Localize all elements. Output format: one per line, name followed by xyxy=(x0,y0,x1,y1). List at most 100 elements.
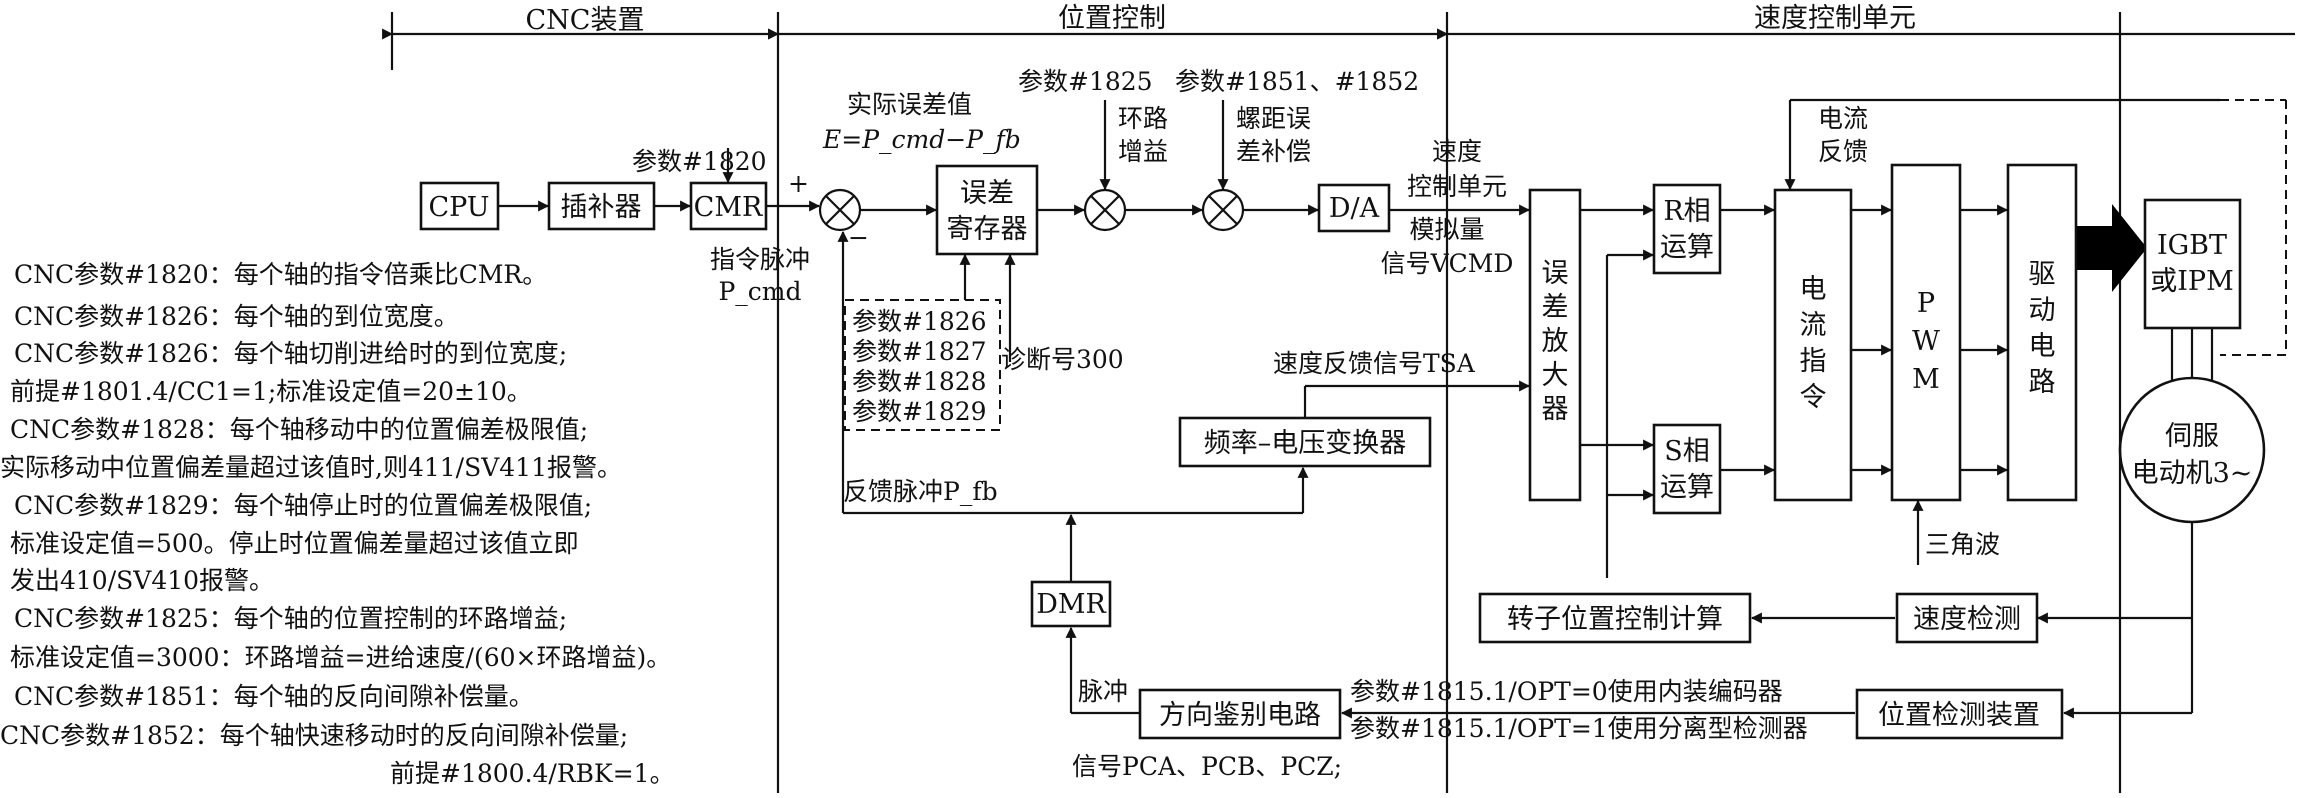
dmr-label: DMR xyxy=(1036,589,1106,620)
section-header: CNC装置 位置控制 速度控制单元 xyxy=(382,3,2295,793)
error-amp-c2: 差 xyxy=(1542,292,1569,323)
error-amp-c1: 误 xyxy=(1542,258,1569,289)
error-amp-block xyxy=(1528,188,1582,502)
drive-c1: 驱 xyxy=(2029,259,2056,290)
motor-line1: 伺服 xyxy=(2165,421,2219,452)
pos-detect-label: 位置检测装置 xyxy=(1878,700,2040,731)
param-1851-label: 参数#1851、#1852 xyxy=(1175,67,1419,96)
igbt-line1: IGBT xyxy=(2157,230,2227,261)
loop-gain-line2: 增益 xyxy=(1118,137,1168,166)
da-block xyxy=(1317,183,1391,233)
loop-gain-line1: 环路 xyxy=(1118,104,1168,133)
speed-unit-line1: 速度 xyxy=(1432,137,1482,166)
pwm-block xyxy=(1890,163,1962,502)
triangle-wave-label: 三角波 xyxy=(1925,530,2000,559)
note-14: 前提#1800.4/RBK=1。 xyxy=(390,759,675,788)
current-cmd-c2: 流 xyxy=(1800,310,1827,341)
note-10: CNC参数#1825：每个轴的位置控制的环路增益; xyxy=(14,604,567,633)
fv-converter-label: 频率–电压变换器 xyxy=(1204,428,1407,459)
direction-label: 方向鉴别电路 xyxy=(1159,700,1321,731)
interpolator-label: 插补器 xyxy=(561,192,642,223)
cmd-pulse-line2: P_cmd xyxy=(718,277,801,306)
current-cmd-c4: 令 xyxy=(1800,382,1827,413)
opt1-label: 参数#1815.1/OPT=1使用分离型检测器 xyxy=(1350,714,1808,743)
signals-label: 信号PCA、PCB、PCZ; xyxy=(1072,752,1342,781)
note-2: CNC参数#1826：每个轴的到位宽度。 xyxy=(14,302,459,331)
summing-junction-1 xyxy=(818,188,862,232)
note-7: CNC参数#1829：每个轴停止时的位置偏差极限值; xyxy=(14,491,592,520)
dmr-block xyxy=(1030,580,1112,628)
s-phase-line1: S相 xyxy=(1664,436,1710,467)
fv-converter-block xyxy=(1178,416,1432,468)
current-cmd-c1: 电 xyxy=(1800,274,1827,305)
pitch-comp-line2: 差补偿 xyxy=(1236,137,1311,166)
note-6: 实际移动中位置偏差量超过该值时,则411/SV411报警。 xyxy=(0,453,622,482)
feedback-pulse-label: 反馈脉冲P_fb xyxy=(843,477,998,506)
igbt-block xyxy=(2143,198,2242,330)
error-register-line1: 误差 xyxy=(960,178,1014,209)
dashed-param-3: 参数#1828 xyxy=(852,367,987,396)
igbt-line2: 或IPM xyxy=(2150,266,2233,297)
param-1825-label: 参数#1825 xyxy=(1018,67,1153,96)
cpu-block xyxy=(419,181,500,231)
minus-sign: − xyxy=(848,223,869,252)
error-register-line2: 寄存器 xyxy=(947,214,1028,245)
r-phase-line1: R相 xyxy=(1663,196,1710,227)
direction-block xyxy=(1138,688,1342,740)
pitch-comp-line1: 螺距误 xyxy=(1236,104,1311,133)
note-11: 标准设定值=3000：环路增益=进给速度/(60×环路增益)。 xyxy=(10,643,671,672)
note-8: 标准设定值=500。停止时位置偏差量超过该值立即 xyxy=(10,529,579,558)
note-1: CNC参数#1820：每个轴的指令倍乘比CMR。 xyxy=(14,260,547,289)
note-5: CNC参数#1828：每个轴移动中的位置偏差极限值; xyxy=(10,415,588,444)
note-4: 前提#1801.4/CC1=1;标准设定值=20±10。 xyxy=(10,377,532,406)
current-fb-line2: 反馈 xyxy=(1818,137,1868,166)
note-9: 发出410/SV410报警。 xyxy=(10,566,274,595)
actual-error-label: 实际误差值 xyxy=(847,90,972,119)
dashed-param-4: 参数#1829 xyxy=(852,397,987,426)
rotor-calc-block xyxy=(1478,592,1752,644)
section-speed: 速度控制单元 xyxy=(1754,3,1916,34)
error-amp-c3: 放 xyxy=(1542,326,1569,357)
cmd-pulse-line1: 指令脉冲 xyxy=(710,245,810,274)
power-arrow xyxy=(2077,204,2147,292)
current-fb-line1: 电流 xyxy=(1818,104,1868,133)
parameter-notes: CNC参数#1820：每个轴的指令倍乘比CMR。 CNC参数#1826：每个轴的… xyxy=(0,260,675,788)
error-register-block xyxy=(935,164,1039,256)
speed-feedback-label: 速度反馈信号TSA xyxy=(1273,349,1476,378)
r-phase-block xyxy=(1652,183,1722,275)
note-13: CNC参数#1852：每个轴快速移动时的反向间隙补偿量; xyxy=(0,721,628,750)
pulse-label: 脉冲 xyxy=(1078,677,1128,706)
s-phase-line2: 运算 xyxy=(1660,472,1714,503)
r-phase-line2: 运算 xyxy=(1660,232,1714,263)
diag-300-label: 诊断号300 xyxy=(1001,345,1124,374)
section-cnc: CNC装置 xyxy=(526,5,645,36)
note-12: CNC参数#1851：每个轴的反向间隙补偿量。 xyxy=(14,682,534,711)
pwm-c2: W xyxy=(1912,326,1940,357)
pwm-c3: M xyxy=(1912,364,1940,395)
error-formula-label: E=P_cmd−P_fb xyxy=(822,125,1021,154)
motor-line2: 电动机3~ xyxy=(2132,458,2253,489)
drive-c2: 动 xyxy=(2029,295,2056,326)
speed-detect-label: 速度检测 xyxy=(1913,604,2021,635)
pwm-c1: P xyxy=(1917,288,1935,319)
drive-c4: 路 xyxy=(2029,367,2056,398)
pos-detect-block xyxy=(1855,688,2064,740)
current-cmd-block xyxy=(1773,188,1853,502)
dashed-param-1: 参数#1826 xyxy=(852,307,987,336)
current-cmd-c3: 指 xyxy=(1800,346,1827,377)
analog-signal-line2: 信号VCMD xyxy=(1381,249,1514,278)
rotor-calc-label: 转子位置控制计算 xyxy=(1507,604,1723,635)
analog-signal-line1: 模拟量 xyxy=(1409,215,1484,244)
speed-unit-line2: 控制单元 xyxy=(1407,172,1507,201)
note-3: CNC参数#1826：每个轴切削进给时的到位宽度; xyxy=(14,339,567,368)
cpu-label: CPU xyxy=(428,192,489,223)
dashed-param-box xyxy=(844,299,1001,431)
da-label: D/A xyxy=(1329,193,1380,224)
summing-junction-2 xyxy=(1083,188,1127,232)
opt0-label: 参数#1815.1/OPT=0使用内装编码器 xyxy=(1350,677,1783,706)
dashed-param-2: 参数#1827 xyxy=(852,337,987,366)
drive-c3: 电 xyxy=(2029,331,2056,362)
section-position: 位置控制 xyxy=(1058,3,1166,34)
